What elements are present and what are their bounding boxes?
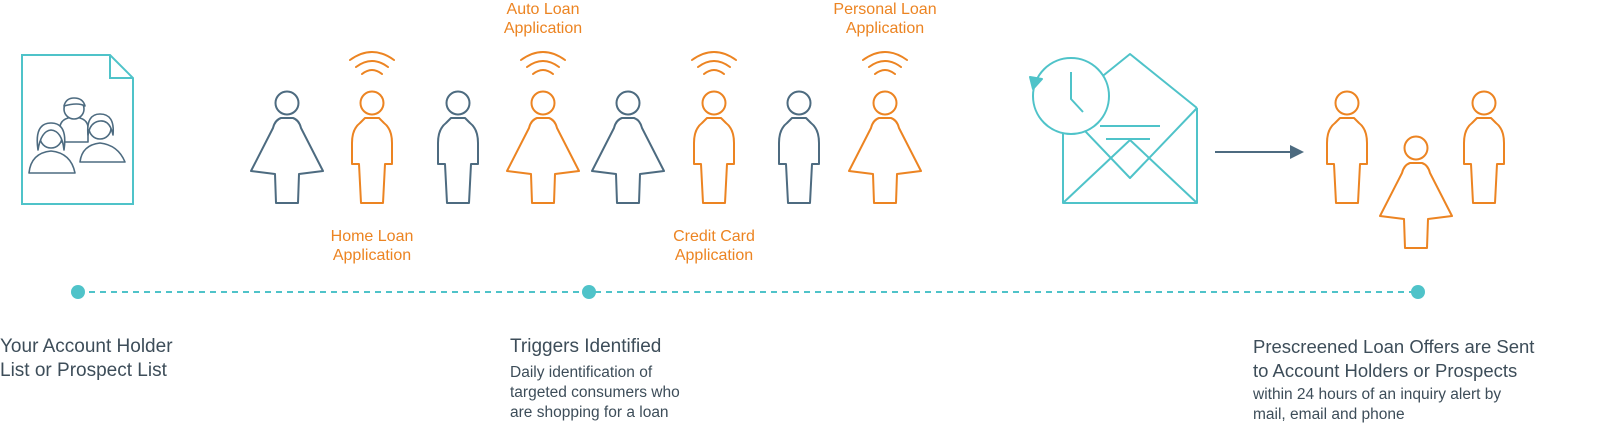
step-title: to Account Holders or Prospects [1253,360,1518,381]
step-title: Triggers Identified [510,336,662,357]
step-offers-sent: Prescreened Loan Offers are Sent to Acco… [1253,335,1534,425]
consumer-figure-triggered [506,90,580,204]
signal-waves-icon [862,51,908,75]
consumer-figure [437,90,479,204]
mail-with-clock-icon [1029,53,1198,204]
step-description: Daily identification of [510,364,653,381]
account-list-document-icon [21,54,134,205]
recipient-figure [1326,90,1368,204]
step-description: mail, email and phone [1253,406,1405,423]
step-triggers-identified: Triggers Identified Daily identification… [510,335,680,423]
consumer-figure [250,90,324,204]
signal-waves-icon [691,51,737,75]
recipient-figure [1379,135,1453,249]
timeline [71,285,1425,299]
step-account-list: Your Account Holder List or Prospect Lis… [0,335,173,383]
consumer-figure [778,90,820,204]
step-description: targeted consumers who [510,384,680,401]
consumer-figure-triggered [351,90,393,204]
trigger-label-home-loan: Home Loan Application [330,228,414,264]
timeline-dot [1411,285,1425,299]
signal-waves-icon [520,51,566,75]
trigger-label-personal-loan: Personal Loan Application [833,1,937,37]
step-title: Your Account Holder [0,336,173,357]
signal-waves-icon [349,51,395,75]
trigger-label-auto-loan: Auto Loan Application [503,1,583,37]
recipient-figure [1463,90,1505,204]
timeline-dot [582,285,596,299]
consumer-figure-triggered [693,90,735,204]
consumer-figure-triggered [848,90,922,204]
arrow-right-icon [1215,145,1304,159]
step-description: are shopping for a loan [510,404,669,421]
trigger-label-credit-card: Credit Card Application [673,228,755,264]
step-title: Prescreened Loan Offers are Sent [1253,336,1535,357]
step-description: within 24 hours of an inquiry alert by [1253,386,1502,403]
step-title: List or Prospect List [0,360,167,381]
timeline-dot [71,285,85,299]
consumer-figure [591,90,665,204]
